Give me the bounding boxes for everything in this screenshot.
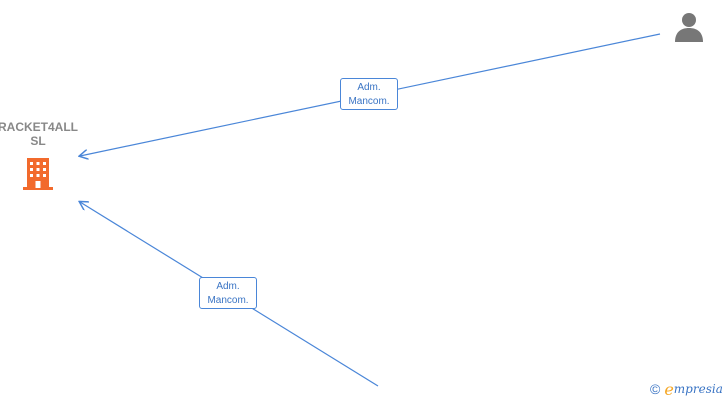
- relation-label-line1: Adm.: [357, 82, 381, 93]
- company-name-line2: SL: [30, 134, 46, 148]
- relation-label-bottom[interactable]: Adm. Mancom.: [199, 277, 257, 309]
- building-icon[interactable]: [22, 156, 54, 190]
- copyright-icon: ©: [650, 381, 661, 397]
- relation-label-line2: Mancom.: [207, 295, 249, 306]
- relation-label-line2: Mancom.: [348, 96, 390, 107]
- empresia-watermark[interactable]: © e mpresia: [650, 379, 723, 399]
- company-name[interactable]: RACKET4ALL SL: [0, 120, 88, 148]
- brand-name: mpresia: [673, 382, 723, 396]
- brand-initial: e: [664, 379, 674, 399]
- person-icon[interactable]: [673, 11, 705, 43]
- company-name-line1: RACKET4ALL: [0, 120, 78, 134]
- relation-label-top[interactable]: Adm. Mancom.: [340, 78, 398, 110]
- relation-label-line1: Adm.: [216, 281, 240, 292]
